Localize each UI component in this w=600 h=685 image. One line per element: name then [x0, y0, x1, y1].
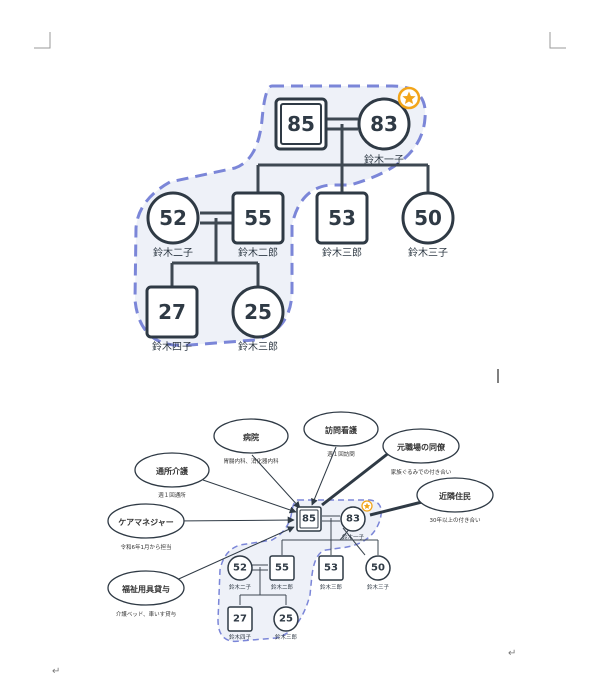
age-27: 27 [158, 300, 186, 324]
star-icon [397, 86, 421, 110]
eco-person-50[interactable]: 50 鈴木三子 [365, 555, 391, 591]
eco-person-27[interactable]: 27 鈴木四子 [227, 606, 253, 641]
resource-note: 家族ぐるみでの付き合い [391, 468, 452, 476]
resource-label: 元職場の同僚 [397, 442, 446, 452]
svg-text:85: 85 [302, 514, 316, 525]
name-55: 鈴木二郎 [238, 246, 278, 259]
resource-label: 近隣住民 [439, 491, 471, 501]
svg-text:鈴木四子: 鈴木四子 [229, 633, 252, 641]
name-50: 鈴木三子 [408, 246, 448, 259]
person-85[interactable]: 85 [274, 97, 328, 151]
svg-text:53: 53 [324, 563, 338, 574]
svg-text:鈴木三郎: 鈴木三郎 [275, 633, 298, 641]
resource-label: 訪問看護 [325, 425, 358, 435]
svg-text:27: 27 [233, 614, 247, 625]
person-53[interactable]: 53 鈴木三郎 [315, 191, 369, 259]
crop-marks [34, 32, 566, 49]
svg-text:55: 55 [275, 563, 289, 574]
eco-person-52[interactable]: 52 鈴木二子 [227, 555, 253, 591]
resource-label: 病院 [243, 432, 259, 442]
svg-text:50: 50 [371, 563, 385, 574]
age-85: 85 [287, 112, 315, 136]
resource-note: 週１回通所 [158, 491, 186, 499]
age-53: 53 [328, 206, 356, 230]
eco-person-55[interactable]: 55 鈴木二郎 [269, 555, 295, 591]
resource-note: 介護ベッド、車いす貸与 [116, 610, 176, 618]
svg-text:鈴木三郎: 鈴木三郎 [320, 583, 343, 591]
resource-neighbors[interactable]: 近隣住民 30年以上の付き合い [416, 477, 494, 524]
paragraph-mark: ↵ [508, 648, 516, 659]
eco-person-83[interactable]: 83 鈴木一子 [340, 506, 366, 541]
resource-former-colleagues[interactable]: 元職場の同僚 家族ぐるみでの付き合い [382, 428, 460, 476]
person-55[interactable]: 55 鈴木二郎 [231, 191, 285, 259]
resource-note: 週１回訪問 [327, 450, 355, 458]
svg-text:鈴木二子: 鈴木二子 [229, 583, 252, 591]
person-25[interactable]: 25 鈴木三郎 [231, 285, 285, 353]
resource-note: 令和6年1月から担当 [121, 543, 172, 551]
resource-care-manager[interactable]: ケアマネジャー 令和6年1月から担当 [107, 503, 185, 551]
star-icon [361, 500, 373, 512]
resource-label: ケアマネジャー [118, 517, 174, 527]
name-53: 鈴木三郎 [322, 246, 362, 259]
person-52[interactable]: 52 鈴木二子 [146, 191, 200, 259]
svg-text:83: 83 [346, 514, 360, 525]
resource-label: 通所介護 [156, 466, 189, 476]
age-52: 52 [159, 206, 187, 230]
svg-text:52: 52 [233, 563, 247, 574]
eco-person-85[interactable]: 85 [296, 506, 322, 532]
ecomap-household-boundary [217, 499, 382, 643]
svg-text:鈴木二郎: 鈴木二郎 [271, 583, 294, 591]
svg-text:25: 25 [279, 614, 293, 625]
resource-welfare-equipment[interactable]: 福祉用具貸与 介護ベッド、車いす貸与 [107, 570, 185, 618]
person-83[interactable]: 83 鈴木一子 [357, 97, 411, 166]
resource-note: 胃腸内科、消化器内科 [223, 457, 279, 465]
resource-home-nursing[interactable]: 訪問看護 週１回訪問 [303, 411, 379, 458]
eco-person-25[interactable]: 25 鈴木三郎 [273, 606, 299, 641]
genogram-large: 85 83 鈴木一子 52 鈴木二子 55 鈴木二郎 53 鈴木三郎 [133, 84, 455, 353]
age-25: 25 [244, 300, 272, 324]
person-50[interactable]: 50 鈴木三子 [401, 191, 455, 259]
ecomap: 病院 胃腸内科、消化器内科 訪問看護 週１回訪問 元職場の同僚 家族ぐるみでの付… [107, 411, 494, 643]
svg-text:鈴木三子: 鈴木三子 [367, 583, 390, 591]
svg-text:鈴木一子: 鈴木一子 [342, 533, 365, 541]
name-25: 鈴木三郎 [238, 340, 278, 353]
age-83: 83 [370, 112, 398, 136]
name-83: 鈴木一子 [364, 153, 404, 166]
name-27: 鈴木四子 [152, 340, 192, 353]
resource-day-service[interactable]: 通所介護 週１回通所 [134, 452, 210, 499]
paragraph-mark: ↵ [52, 666, 60, 677]
age-55: 55 [244, 206, 272, 230]
resource-label: 福祉用具貸与 [121, 584, 170, 594]
resource-note: 30年以上の付き合い [430, 516, 481, 524]
age-50: 50 [414, 206, 442, 230]
name-52: 鈴木二子 [153, 246, 193, 259]
eco-person-53[interactable]: 53 鈴木三郎 [318, 555, 344, 591]
person-27[interactable]: 27 鈴木四子 [145, 285, 199, 353]
resource-hospital[interactable]: 病院 胃腸内科、消化器内科 [213, 418, 289, 465]
